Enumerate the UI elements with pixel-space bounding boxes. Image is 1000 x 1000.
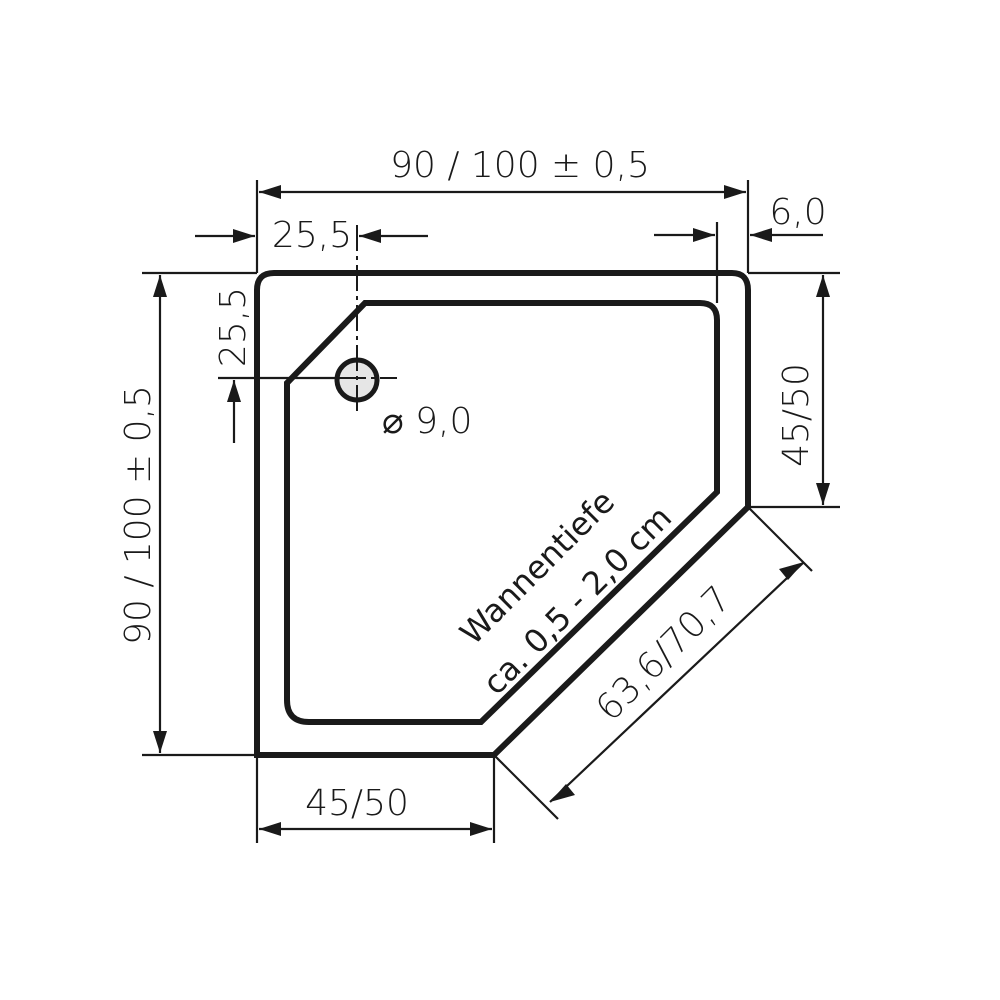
dim-line-diagonal <box>549 561 805 803</box>
arrowhead <box>153 275 167 297</box>
label-drain-offset-y: 25,5 <box>213 287 254 367</box>
arrowhead <box>750 228 772 242</box>
label-right-side: 45/50 <box>776 363 817 467</box>
label-bottom-side: 45/50 <box>305 783 409 824</box>
label-drain-diameter: ⌀ 9,0 <box>382 401 472 442</box>
label-diagonal: 63,6/70,7 <box>588 578 739 729</box>
basin-inner-outline <box>284 300 720 725</box>
arrowhead <box>259 822 281 836</box>
label-overall-width: 90 / 100 ± 0,5 <box>390 145 650 186</box>
arrowhead <box>259 185 281 199</box>
arrowhead <box>153 731 167 753</box>
tray-outer-outline <box>254 270 751 758</box>
arrowhead <box>359 229 381 243</box>
arrowhead <box>816 483 830 505</box>
arrowhead <box>470 822 492 836</box>
arrowhead <box>724 185 746 199</box>
label-drain-offset-x: 25,5 <box>272 215 352 256</box>
ext-line-diag-upper <box>747 506 813 572</box>
label-rim-width: 6,0 <box>769 192 826 233</box>
arrowhead <box>550 784 575 802</box>
label-overall-depth: 90 / 100 ± 0,5 <box>118 385 159 645</box>
arrowhead <box>233 229 255 243</box>
arrowhead <box>227 380 241 402</box>
arrowhead <box>693 228 715 242</box>
ext-line-diag-lower <box>493 754 559 820</box>
arrowhead <box>816 275 830 297</box>
arrowhead <box>779 562 804 580</box>
